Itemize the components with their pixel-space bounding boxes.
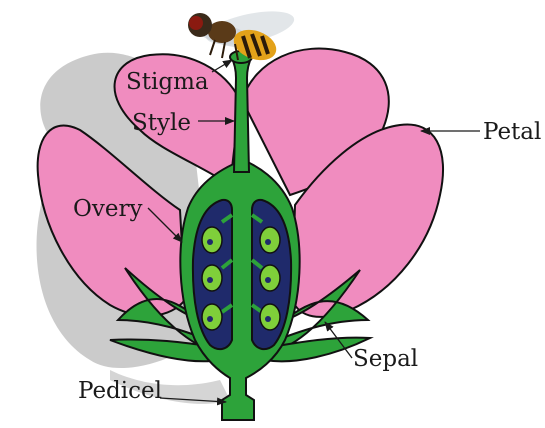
stigma-label: Stigma	[126, 69, 209, 95]
style-label: Style	[132, 110, 191, 136]
sepal-label: Sepal	[353, 346, 418, 372]
petal-label: Petal	[483, 119, 541, 145]
pedicel-label: Pedicel	[78, 378, 162, 404]
overy-label: Overy	[73, 196, 142, 222]
stigma-leader	[212, 60, 232, 72]
